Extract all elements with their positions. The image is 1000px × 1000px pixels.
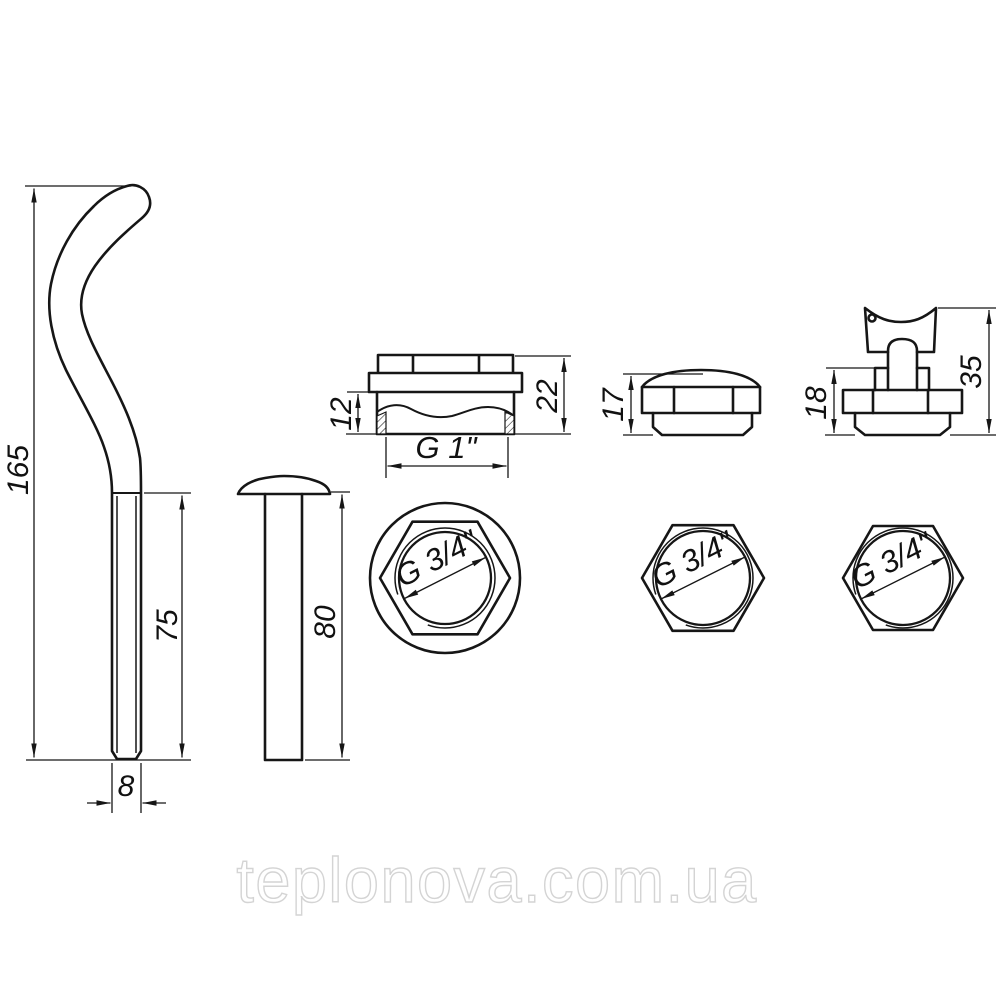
hook-bracket-view — [47, 183, 152, 761]
reducer-flange-circle — [368, 501, 522, 655]
vent-thread-stub — [853, 411, 952, 437]
vent-bottom-view: G 3/4" — [841, 524, 965, 632]
vent-neck — [886, 337, 919, 392]
bolt-view — [236, 474, 332, 762]
dim-label-hook-total-length: 165 — [2, 445, 35, 495]
dim-label-hook-thread-length: 75 — [151, 609, 184, 643]
plug-thread-circle — [652, 527, 754, 629]
reducer-thread-circle — [394, 527, 496, 629]
dim-label-reducer-outer-thread: G 1" — [416, 430, 479, 465]
hook-thread-root-lines — [116, 496, 137, 753]
vent-bore-circle — [854, 529, 952, 627]
dim-label-reducer-height: 22 — [531, 379, 564, 414]
dim-label-vent-total-height: 35 — [955, 355, 988, 389]
reducer-diameter-arrow — [404, 556, 486, 600]
dim-label-vent-hex-height: 18 — [800, 386, 833, 420]
plug-side-view — [640, 368, 762, 437]
reducer-flange — [367, 371, 524, 394]
bolt-shaft — [263, 492, 304, 762]
bolt-head — [236, 474, 332, 496]
vent-side-view — [841, 306, 964, 437]
hook-dimensions: 165 75 8 — [2, 185, 191, 813]
reducer-bore-circle — [397, 530, 493, 626]
vent-saddle-knob — [863, 306, 938, 354]
reducer-hex-head — [376, 353, 515, 375]
reducer-thread-hatch-right — [504, 411, 515, 435]
plug-dome-top — [640, 368, 762, 389]
reducer-body-sides — [375, 390, 516, 436]
reducer-side-view — [367, 353, 524, 436]
bolt-dimensions: 80 — [305, 491, 350, 761]
vent-thread-circle — [852, 527, 954, 629]
reducer-dimensions: 12 22 G 1" — [325, 355, 571, 478]
dim-label-hook-diameter: 8 — [118, 770, 135, 803]
watermark-text: teplonova.com.ua — [236, 846, 757, 916]
plug-bore-circle — [654, 529, 752, 627]
plug-thread-stub — [651, 411, 754, 437]
reducer-break-wave-line — [376, 404, 515, 419]
vent-step — [873, 366, 931, 392]
plug-hex-body — [640, 385, 762, 415]
plug-hex-facets — [672, 385, 735, 415]
ext-lines-80 — [305, 491, 350, 761]
vent-hex-body — [841, 388, 964, 415]
vent-hex-facets — [871, 388, 930, 415]
plug-bottom-view: G 3/4" — [640, 523, 766, 633]
reducer-bottom-view: G 3/4" — [368, 501, 522, 655]
vent-dimensions: 18 35 — [800, 307, 996, 436]
ext-lines-8 — [111, 763, 142, 813]
plug-dimensions: 17 — [597, 373, 703, 436]
ext-lines-g1 — [385, 437, 509, 478]
plug-diameter-arrow — [660, 556, 746, 600]
vent-diameter-arrow — [860, 556, 946, 600]
hook-outline — [47, 183, 152, 761]
dim-label-reducer-thread-depth: 12 — [325, 397, 358, 431]
dim-label-plug-height: 17 — [597, 387, 630, 422]
reducer-thread-hatch-left — [376, 411, 387, 435]
dim-label-bolt-length: 80 — [309, 605, 342, 639]
vent-hole — [867, 313, 877, 323]
